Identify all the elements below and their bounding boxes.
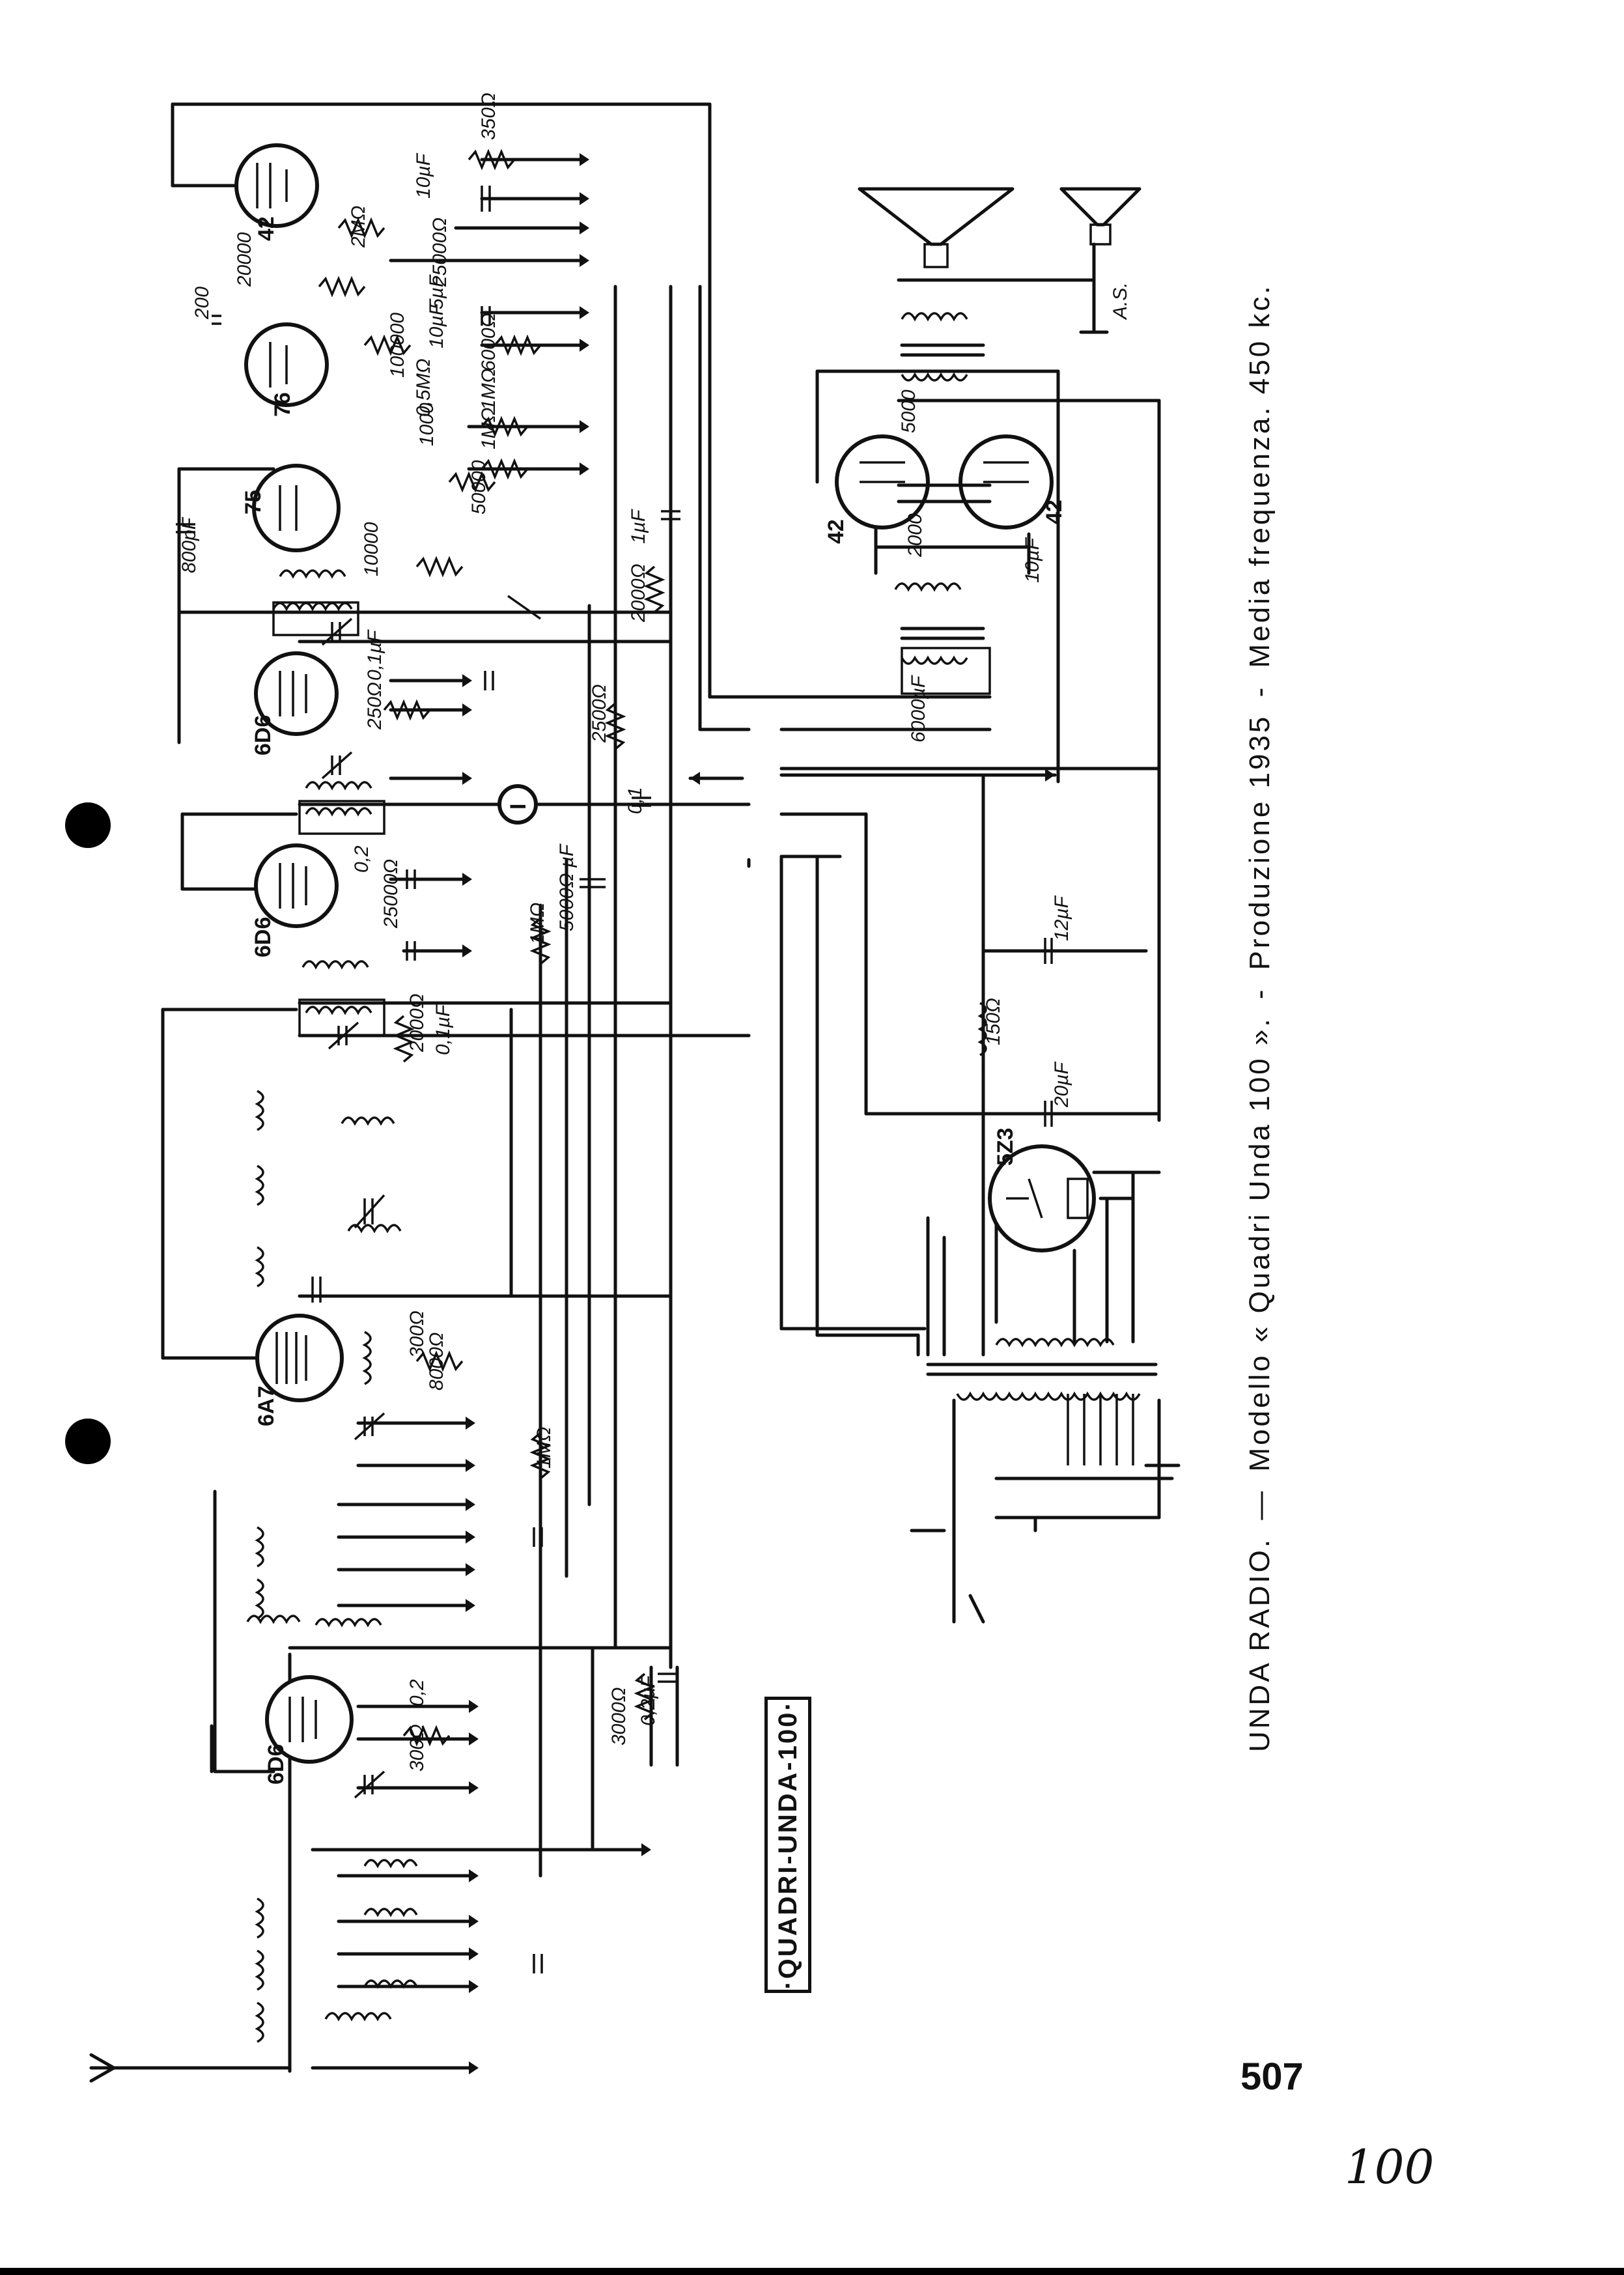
resistors <box>318 148 665 1747</box>
tube-label-6a7: 6A7 <box>254 1386 279 1426</box>
label-v27: 6000Ω <box>478 313 499 371</box>
bus-wires <box>161 102 751 2073</box>
tube-label-6d6-if-2: 6D6 <box>251 715 275 756</box>
label-v32: 0,5MΩ <box>413 358 434 417</box>
tube-6d6-rf <box>265 1675 354 1764</box>
label-v38: 2000 <box>904 513 926 558</box>
label-v25: 1MΩ <box>478 369 499 411</box>
label-v29: 5µF <box>426 274 447 309</box>
tube-6d6-if-1 <box>254 843 339 928</box>
binder-hole-upper <box>65 802 111 848</box>
label-v22: 1MΩ <box>478 408 499 450</box>
handwritten-number: 100 <box>1345 2140 1435 2194</box>
speaker-main <box>858 187 1015 246</box>
label-v7: 8000Ω <box>426 1332 447 1391</box>
tube-labels: 42 76 75 6D6 6D6 6A7 6D6 42 42 5Z3 <box>241 216 1067 1785</box>
label-v12: 25000Ω <box>380 859 402 929</box>
tube-6d6-if-2 <box>254 651 339 736</box>
label-v31: 25000Ω <box>429 218 451 287</box>
label-v43: 20µF <box>1051 1061 1072 1108</box>
label-v17: 0,1µF <box>364 629 385 681</box>
schematic-caption: UNDA RADIO. — Modello « Quadri Unda 100 … <box>1234 241 1286 1752</box>
label-v34: 2MΩ <box>348 206 369 249</box>
label-v1: 3000Ω <box>608 1687 630 1745</box>
tube-label-76: 76 <box>270 392 295 417</box>
caption-production: Produzione 1935 <box>1244 714 1276 970</box>
label-v2: 0,2µF <box>637 1674 659 1726</box>
antenna-symbol <box>89 2053 292 2083</box>
label-v35: 20000 <box>234 232 255 287</box>
label-v37: 5000 <box>898 389 919 433</box>
label-v13: 0,2 <box>351 845 372 873</box>
caption-model: Modello « Quadri Unda 100 ». <box>1244 1016 1276 1472</box>
tube-label-42-output: 42 <box>254 216 279 241</box>
tube-label-42-pp-b: 42 <box>1042 500 1067 524</box>
coils-left <box>246 569 418 2043</box>
tube-label-42-pp-a: 42 <box>824 519 848 544</box>
tube-label-6d6-rf: 6D6 <box>264 1744 288 1785</box>
label-v8: 2000Ω <box>406 993 428 1053</box>
caption-intermediate-frequency: Media frequenza. 450 kc. <box>1244 283 1276 668</box>
label-v28: 10µF <box>426 302 447 348</box>
label-v23: 1000 <box>416 403 438 446</box>
label-v36: 350Ω <box>478 92 499 140</box>
tube-label-5z3: 5Z3 <box>993 1127 1018 1166</box>
label-v19: 1µF <box>628 509 649 544</box>
meter-symbol: I <box>506 804 531 810</box>
label-v33: 10µF <box>413 152 434 199</box>
caption-separator-2: - <box>1244 685 1276 698</box>
binder-hole-lower <box>65 1419 111 1464</box>
label-v14: 2500Ω <box>589 684 610 743</box>
label-v9: 0,1µF <box>432 1004 454 1055</box>
label-v10: 1MΩ <box>527 903 548 945</box>
tube-42-output <box>234 143 319 228</box>
page-number: 507 <box>1240 2056 1304 2098</box>
label-v5: 1MΩ <box>533 1427 555 1469</box>
label-v11: 5000Ω µF <box>556 843 578 931</box>
power-and-output <box>688 187 1181 1624</box>
variable-capacitors <box>321 595 542 1799</box>
label-v24: 10000 <box>361 522 382 576</box>
label-v26: 200 <box>191 287 213 320</box>
tube-label-75: 75 <box>241 490 266 515</box>
label-v15: 0,1 <box>624 787 646 814</box>
speaker-aux <box>1059 187 1141 227</box>
label-v4: 300Ω <box>406 1724 428 1772</box>
ground-arrows <box>311 153 751 2074</box>
bottom-border <box>0 2268 1624 2275</box>
tube-5z3-rectifier <box>988 1144 1096 1252</box>
meter <box>497 784 538 825</box>
label-v41: 12µF <box>1051 895 1072 941</box>
label-v18: 2000Ω <box>628 563 649 623</box>
label-v21: 50000 <box>468 460 490 515</box>
caption-separator-1: - <box>1244 987 1276 1000</box>
label-v16: 250Ω <box>364 682 385 730</box>
caption-manufacturer: UNDA RADIO. <box>1244 1536 1276 1752</box>
label-v3: 0,2 <box>406 1679 428 1706</box>
component-labels: 3000Ω 0,2µF 0,2 300Ω 1MΩ 300Ω 8000Ω 2000… <box>178 92 1131 1772</box>
label-v20: 800pF <box>178 516 200 573</box>
label-v39: 10µF <box>1022 537 1043 583</box>
tube-label-6d6-if-1: 6D6 <box>251 917 275 957</box>
label-v40: 6000µF <box>908 675 929 742</box>
tube-6a7-converter <box>255 1314 344 1402</box>
caption-dash: — <box>1244 1488 1276 1520</box>
label-v42: 150Ω <box>983 998 1004 1045</box>
label-v44: A.S. <box>1110 282 1131 320</box>
tubes-left <box>234 143 538 1764</box>
label-v6: 300Ω <box>406 1310 428 1358</box>
capacitors <box>176 186 680 1973</box>
label-v30: 100000 <box>387 313 408 378</box>
model-label-box: ·QUADRI-UNDA-100· <box>764 1697 811 1993</box>
